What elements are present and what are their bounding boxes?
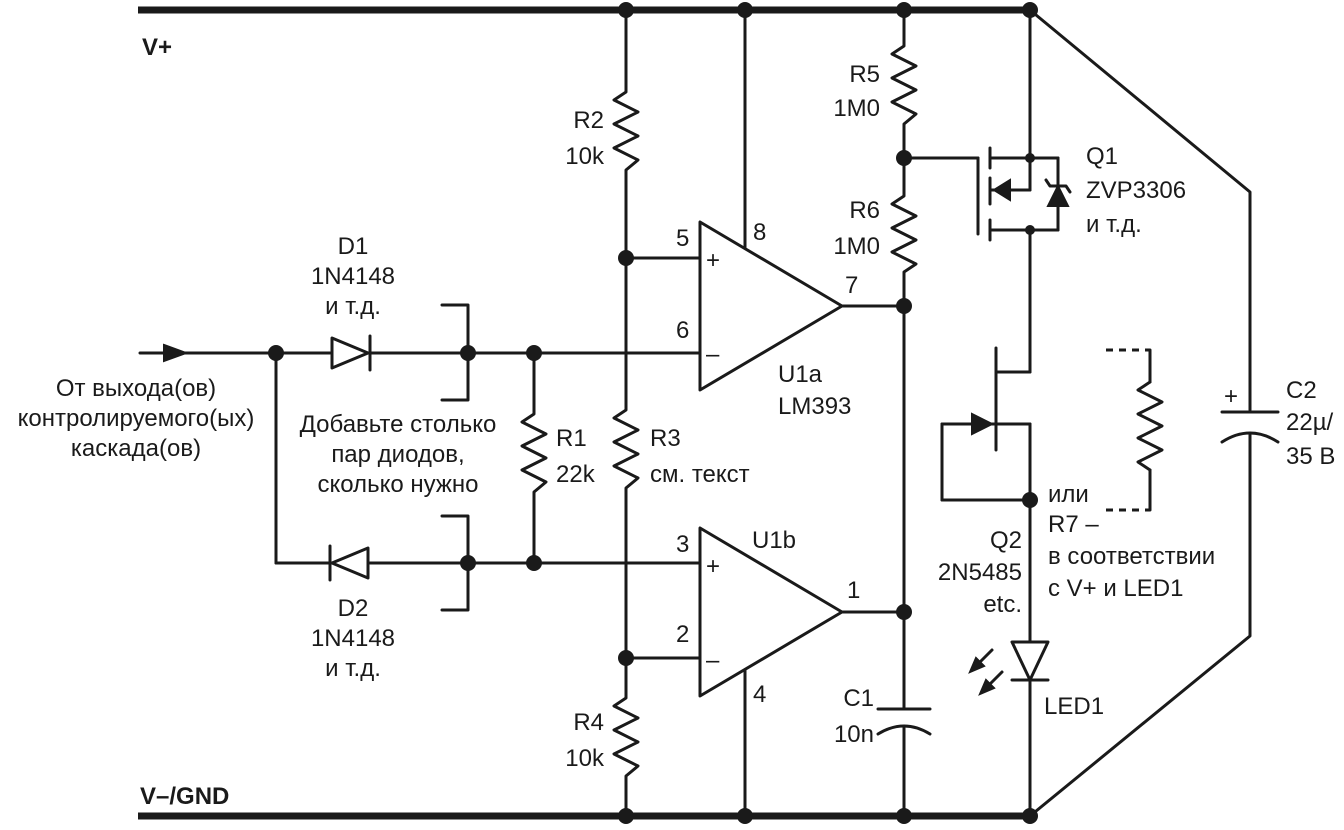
c2-plus-sign: + <box>1224 383 1238 410</box>
r7-note-3: в соответствии <box>1048 543 1215 570</box>
note-line-3: сколько нужно <box>317 471 478 498</box>
resistor-r2 <box>612 8 702 260</box>
diode-d1 <box>330 334 702 372</box>
input-arrow-icon <box>163 343 189 363</box>
c2-voltage: 35 В <box>1286 443 1335 470</box>
r3-value: см. текст <box>650 461 750 488</box>
pin-labels: 5 6 7 8 3 2 1 4 <box>676 219 860 708</box>
gnd-label: V–/GND <box>140 783 229 810</box>
q2-arrow-icon <box>971 412 995 436</box>
u1a-ref: U1a <box>778 361 823 388</box>
light-arrow-icon <box>978 678 996 696</box>
q1-ref: Q1 <box>1086 143 1118 170</box>
supply-rails: V+ V–/GND <box>138 6 1030 820</box>
d2-ref: D2 <box>338 595 369 622</box>
capacitor-c2: + <box>1028 8 1280 818</box>
capacitor-c1 <box>876 707 932 818</box>
r5-ref: R5 <box>849 61 880 88</box>
light-arrow-icon <box>968 656 986 674</box>
component-labels: D1 1N4148 и т.д. D2 1N4148 и т.д. От вых… <box>18 61 1336 772</box>
q1-part: ZVP3306 <box>1086 177 1186 204</box>
r6-ref: R6 <box>849 197 880 224</box>
d1-ref: D1 <box>338 233 369 260</box>
q1-note: и т.д. <box>1086 211 1142 238</box>
r7-note-1: или <box>1048 481 1089 508</box>
output-column <box>876 8 980 818</box>
pin-5: 5 <box>676 225 689 252</box>
pin-6: 6 <box>676 317 689 344</box>
c1-ref: C1 <box>843 685 874 712</box>
r2-ref: R2 <box>573 107 604 134</box>
d2-part: 1N4148 <box>311 625 395 652</box>
u1b-minus-sign: – <box>706 647 720 674</box>
q2-ref: Q2 <box>990 527 1022 554</box>
r7-note-2: R7 – <box>1048 511 1099 538</box>
resistor-r5 <box>890 8 918 192</box>
r4-value: 10k <box>565 745 605 772</box>
resistor-r1 <box>520 351 548 565</box>
r4-ref: R4 <box>573 709 604 736</box>
u1b-ref: U1b <box>752 527 796 554</box>
d1-note: и т.д. <box>325 293 381 320</box>
r1-ref: R1 <box>556 425 587 452</box>
r7-note-4: с V+ и LED1 <box>1048 575 1183 602</box>
opamp-u1b: + – <box>698 526 906 818</box>
pin-1: 1 <box>847 577 860 604</box>
u1b-plus-sign: + <box>706 553 720 580</box>
d2-note: и т.д. <box>325 655 381 682</box>
input-label-2: контролируемого(ых) <box>18 405 255 432</box>
pin-8: 8 <box>753 219 766 246</box>
c2-ref: C2 <box>1286 377 1317 404</box>
r2-value: 10k <box>565 143 605 170</box>
note-line-2: пар диодов, <box>331 441 464 468</box>
u1a-part: LM393 <box>778 393 851 420</box>
q2-note: etc. <box>983 591 1022 618</box>
input-network <box>138 303 702 612</box>
opamp-u1a: + – <box>698 8 906 392</box>
r1-value: 22k <box>556 461 596 488</box>
pin-7: 7 <box>845 272 858 299</box>
input-label-3: каскада(ов) <box>71 435 201 462</box>
c1-value: 10n <box>834 721 874 748</box>
r3-ref: R3 <box>650 425 681 452</box>
u1a-minus-sign: – <box>706 341 720 368</box>
u1a-plus-sign: + <box>706 247 720 274</box>
resistor-r3 <box>612 256 702 660</box>
note-line-1: Добавьте столько <box>300 411 497 438</box>
q2-part: 2N5485 <box>938 559 1022 586</box>
led1 <box>968 498 1050 818</box>
q1-zener-icon <box>1046 183 1070 207</box>
v-plus-label: V+ <box>142 34 172 61</box>
r5-value: 1M0 <box>833 95 880 122</box>
mosfet-q1 <box>976 8 1072 242</box>
resistor-r4 <box>612 656 640 818</box>
d1-part: 1N4148 <box>311 263 395 290</box>
led1-ref: LED1 <box>1044 693 1104 720</box>
jfet-q2 <box>940 228 1032 502</box>
c2-value: 22µ/ <box>1286 409 1334 436</box>
pin-3: 3 <box>676 531 689 558</box>
resistor-r6 <box>890 188 918 710</box>
r6-value: 1M0 <box>833 233 880 260</box>
pin-4: 4 <box>753 681 766 708</box>
q1-arrow-icon <box>992 178 1011 202</box>
resistor-r7-option <box>1106 348 1164 512</box>
junction-dots <box>268 2 1038 824</box>
pin-2: 2 <box>676 621 689 648</box>
diode-d2 <box>328 544 702 582</box>
reference-divider <box>612 8 702 818</box>
input-label-1: От выхода(ов) <box>56 375 216 402</box>
